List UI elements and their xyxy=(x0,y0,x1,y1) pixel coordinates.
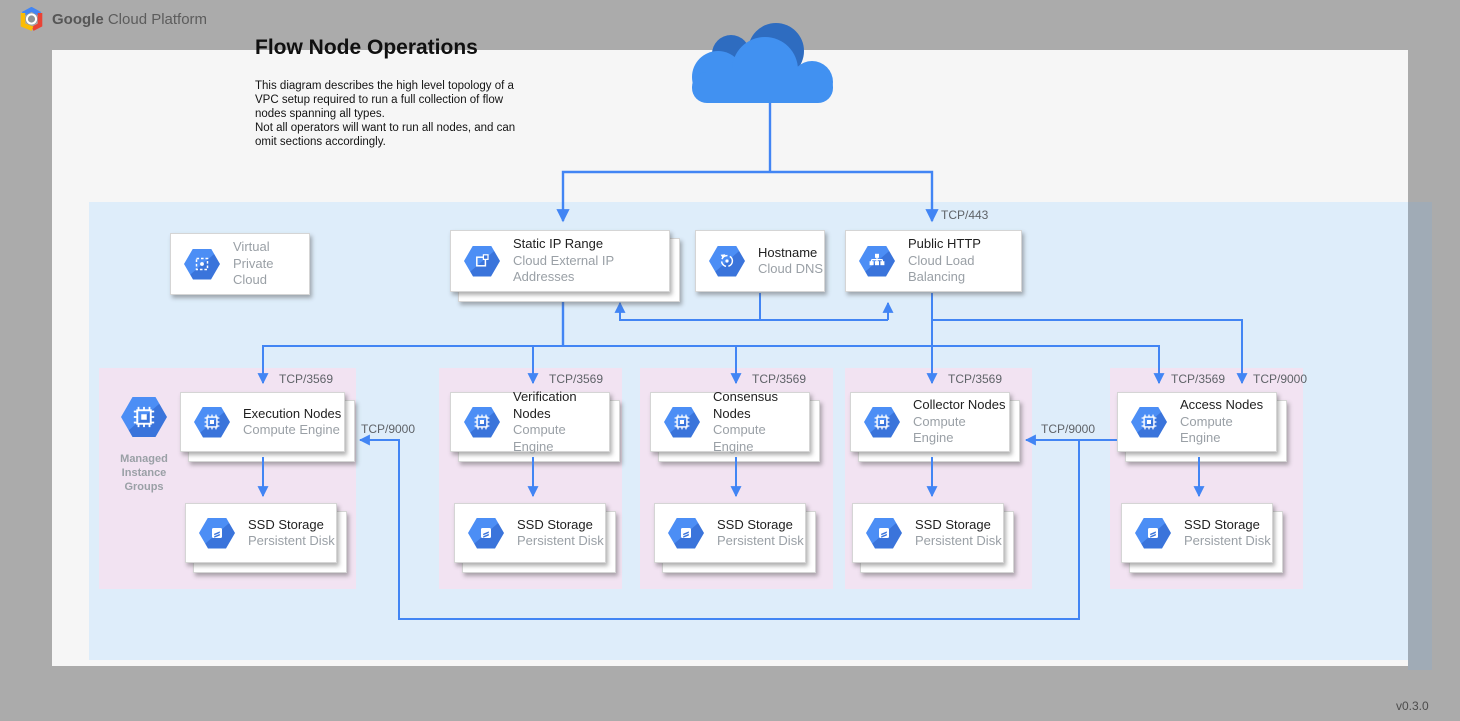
compute-subtitle: Compute Engine xyxy=(913,413,966,446)
compute-engine-icon xyxy=(194,406,230,438)
compute-engine-icon xyxy=(664,406,700,438)
ssd-subtitle: Persistent Disk xyxy=(915,533,1002,548)
port-label-verification-3569: TCP/3569 xyxy=(549,372,604,386)
vpc-icon xyxy=(184,248,220,280)
compute-engine-icon xyxy=(1131,406,1167,438)
persistent-disk-icon xyxy=(1135,517,1171,549)
internet-cloud-icon xyxy=(692,23,833,103)
hostname-subtitle: Cloud DNS xyxy=(758,261,824,276)
brand-cloud-platform: Cloud Platform xyxy=(107,11,208,28)
port-label-consensus-3569: TCP/3569 xyxy=(752,372,807,386)
persistent-disk-icon xyxy=(866,517,902,549)
port-label-tcp443: TCP/443 xyxy=(941,208,989,222)
load-balancing-icon xyxy=(859,245,895,277)
compute-engine-icon xyxy=(864,406,900,438)
page-title: Flow Node Operations xyxy=(255,36,478,59)
ssd-subtitle: Persistent Disk xyxy=(517,533,604,548)
managed-instance-groups-label: Managed Instance Groups xyxy=(120,453,168,493)
compute-title: Consensus Nodes xyxy=(713,389,779,421)
port-label-collector-9000: TCP/9000 xyxy=(1041,422,1096,436)
compute-subtitle: Compute Engine xyxy=(1180,413,1233,446)
compute-engine-icon xyxy=(464,406,500,438)
port-label-execution-3569: TCP/3569 xyxy=(279,372,334,386)
ssd-title: SSD Storage xyxy=(717,516,793,532)
persistent-disk-icon xyxy=(668,517,704,549)
vpc-card-line1: Virtual xyxy=(233,239,270,255)
ssd-subtitle: Persistent Disk xyxy=(1184,533,1271,548)
ssd-subtitle: Persistent Disk xyxy=(717,533,804,548)
compute-title: Collector Nodes xyxy=(913,397,1006,413)
external-ip-icon xyxy=(464,245,500,277)
public-http-title: Public HTTP xyxy=(908,236,981,252)
vpc-region-overflow xyxy=(1408,202,1432,670)
ssd-title: SSD Storage xyxy=(248,516,324,532)
description-text: This diagram describes the high level to… xyxy=(255,80,516,148)
port-label-collector-3569: TCP/3569 xyxy=(948,372,1003,386)
cloud-dns-icon xyxy=(709,245,745,277)
persistent-disk-icon xyxy=(468,517,504,549)
compute-subtitle: Compute Engine xyxy=(243,422,340,437)
port-label-execution-9000: TCP/9000 xyxy=(361,422,416,436)
persistent-disk-icon xyxy=(199,517,235,549)
port-label-access-3569: TCP/3569 xyxy=(1171,372,1226,386)
compute-title: Verification Nodes xyxy=(513,389,577,421)
ssd-subtitle: Persistent Disk xyxy=(248,533,335,548)
hostname-title: Hostname xyxy=(758,244,818,260)
version-label: v0.3.0 xyxy=(1396,699,1429,713)
static-ip-subtitle: Cloud External IP Addresses xyxy=(513,252,614,285)
compute-title: Execution Nodes xyxy=(243,405,342,421)
gcp-logo-icon xyxy=(20,7,43,31)
ssd-title: SSD Storage xyxy=(915,516,991,532)
managed-instance-groups-icon xyxy=(121,397,167,437)
compute-subtitle: Compute Engine xyxy=(513,422,566,454)
compute-subtitle: Compute Engine xyxy=(713,422,766,454)
ssd-title: SSD Storage xyxy=(517,516,593,532)
ssd-title: SSD Storage xyxy=(1184,516,1260,532)
port-label-access-9000: TCP/9000 xyxy=(1253,372,1308,386)
compute-title: Access Nodes xyxy=(1180,397,1264,413)
brand-google: Google xyxy=(52,11,104,28)
vpc-card-line2: Private Cloud xyxy=(233,255,274,288)
public-http-subtitle: Cloud Load Balancing xyxy=(908,252,975,285)
static-ip-title: Static IP Range xyxy=(513,236,604,252)
brand-text: Google Cloud Platform xyxy=(52,11,207,28)
